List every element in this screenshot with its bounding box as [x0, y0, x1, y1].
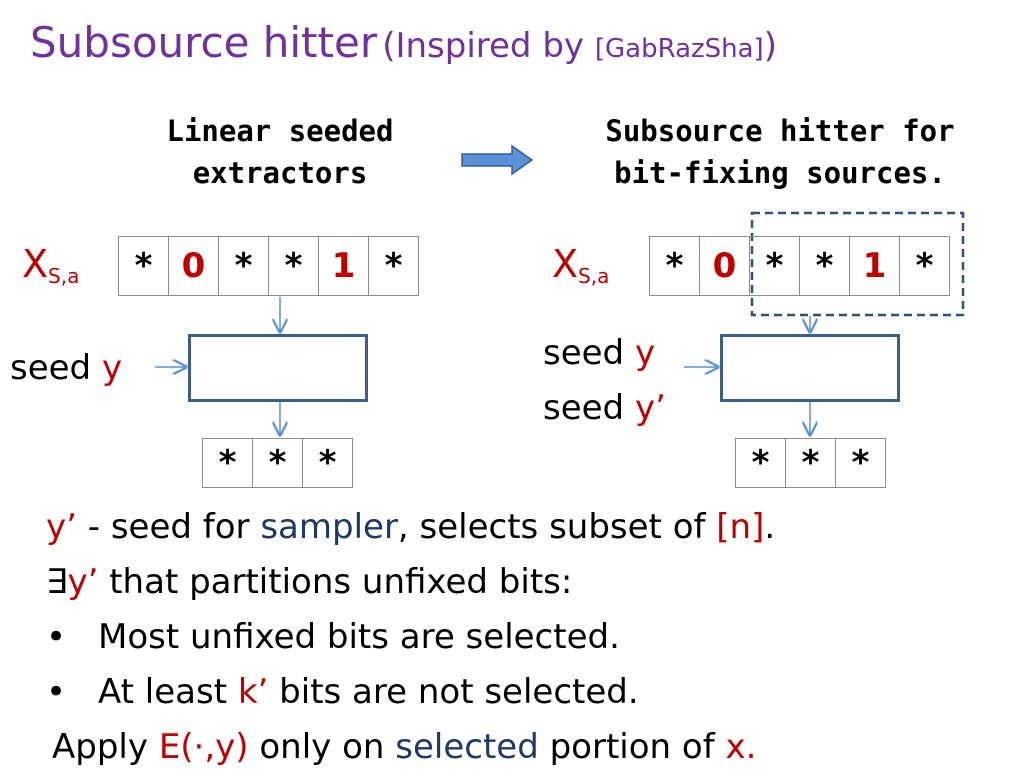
right-seed-var-1: y: [634, 333, 656, 373]
text-yprime-2: y’: [67, 562, 99, 602]
text-l5-b: only on: [248, 727, 396, 767]
text-line-1: y’ - seed for sampler, selects subset of…: [46, 500, 775, 555]
bullet-1-text: Most unfixed bits are selected.: [98, 617, 620, 657]
title-main: Subsource hitter: [30, 18, 378, 67]
right-extractor-box: [720, 334, 900, 402]
text-kprime: k’: [237, 672, 269, 712]
text-yprime-1: y’: [46, 507, 77, 547]
left-header-line1: Linear seeded: [166, 114, 394, 148]
text-E-func: E(·,y): [158, 727, 249, 767]
left-output-cell: *: [202, 438, 253, 488]
right-source-cell: *: [649, 236, 700, 296]
right-header-line1: Subsource hitter for: [605, 114, 955, 148]
left-source-cell: *: [368, 236, 419, 296]
text-n-set: [n]: [716, 507, 765, 547]
right-seed-labels: seed y seed y’: [543, 326, 666, 436]
right-output-cell: *: [735, 438, 786, 488]
right-source-cell: 0: [699, 236, 750, 296]
source-subscript: S,a: [48, 264, 80, 288]
left-output-cell: *: [252, 438, 303, 488]
right-output-cells: ***: [735, 438, 886, 488]
title-reference: [GabRazSha]: [594, 34, 764, 64]
source-var-right: X: [552, 242, 579, 286]
left-seed-label: seed y: [10, 348, 122, 388]
bullet-2-b: bits are not selected.: [268, 672, 639, 712]
bullet-icon: •: [46, 617, 67, 657]
bullet-2: • At least k’ bits are not selected.: [46, 665, 775, 720]
title-paren-open: (Inspired by: [382, 26, 595, 66]
right-header: Subsource hitter for bit-fixing sources.: [565, 110, 995, 194]
text-x: x.: [725, 727, 757, 767]
slide-title: Subsource hitter (Inspired by [GabRazSha…: [30, 18, 777, 67]
body-text: y’ - seed for sampler, selects subset of…: [46, 500, 775, 775]
text-l1-end: .: [764, 507, 776, 547]
right-output-cell: *: [785, 438, 836, 488]
right-source-cell: *: [899, 236, 950, 296]
left-header-line2: extractors: [192, 156, 368, 190]
bullet-icon: •: [46, 672, 67, 712]
right-source-cell: 1: [849, 236, 900, 296]
left-extractor-box: [188, 334, 368, 402]
right-seed-y: seed y: [543, 326, 666, 381]
bullet-2-a: At least: [98, 672, 238, 712]
left-seed-var: y: [101, 348, 123, 388]
right-seed-word-2: seed: [543, 388, 625, 428]
text-sampler: sampler: [260, 507, 398, 547]
right-source-cell: *: [799, 236, 850, 296]
text-l5-c: portion of: [538, 727, 726, 767]
text-l2-rest: that partitions unfixed bits:: [98, 562, 573, 602]
right-output-cell: *: [835, 438, 886, 488]
right-source-cells: *0**1*: [649, 236, 950, 296]
text-line-5: Apply E(·,y) only on selected portion of…: [52, 720, 775, 775]
right-source-cell: *: [749, 236, 800, 296]
title-paren-close: ): [763, 26, 777, 66]
left-source-cells: *0**1*: [118, 236, 419, 296]
right-header-line2: bit-fixing sources.: [614, 156, 946, 190]
left-source-label: XS,a: [22, 242, 79, 288]
text-l1-b: , selects subset of: [397, 507, 717, 547]
left-seed-word: seed: [10, 348, 92, 388]
text-line-2: ∃y’ that partitions unfixed bits:: [46, 555, 775, 610]
source-subscript-right: S,a: [578, 264, 610, 288]
bullet-1: • Most unfixed bits are selected.: [46, 610, 775, 665]
left-header: Linear seeded extractors: [120, 110, 440, 194]
left-output-cells: ***: [202, 438, 353, 488]
left-output-cell: *: [302, 438, 353, 488]
text-l5-a: Apply: [52, 727, 159, 767]
text-l1-a: - seed for: [76, 507, 261, 547]
source-var: X: [22, 242, 49, 286]
right-seed-word-1: seed: [543, 333, 625, 373]
right-source-label: XS,a: [552, 242, 609, 288]
right-seed-var-2: y’: [634, 388, 666, 428]
right-seed-y-prime: seed y’: [543, 381, 666, 436]
right-arrow-icon: [461, 144, 534, 176]
selected-subset-dashed-box: [750, 211, 965, 317]
text-selected: selected: [395, 727, 539, 767]
exists-symbol: ∃: [46, 562, 68, 602]
